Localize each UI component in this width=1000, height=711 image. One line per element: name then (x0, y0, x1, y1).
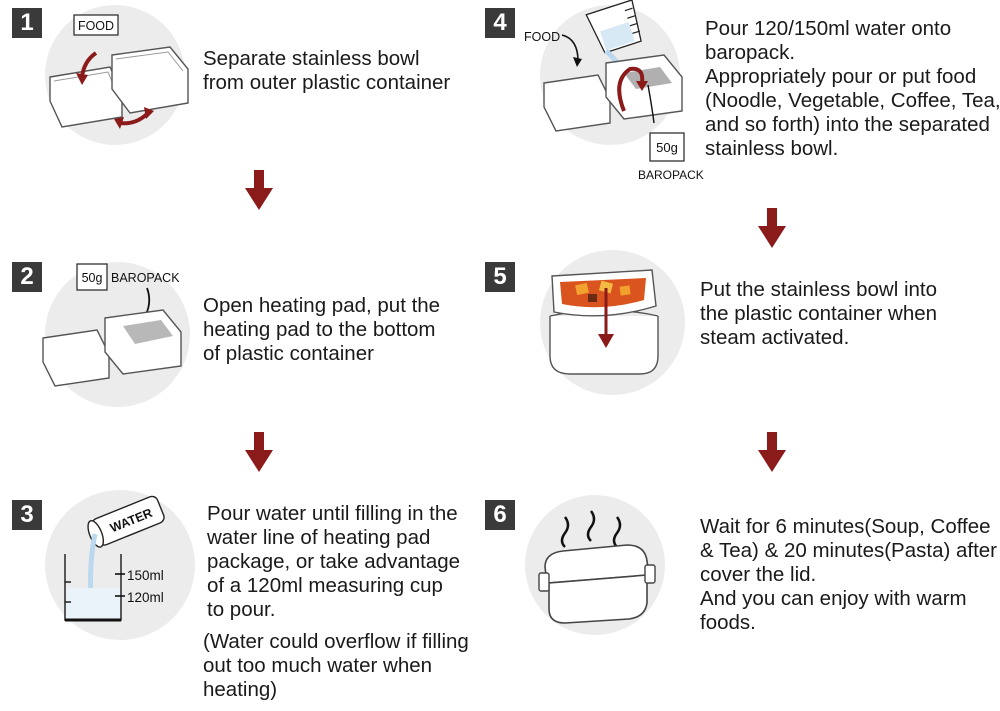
step-3-note: (Water could overflow if filling out too… (203, 630, 469, 702)
step-6-line: And you can enjoy with warm (700, 587, 967, 610)
step-3-line: package, or take advantage (207, 550, 461, 573)
step-4-weight-tag (649, 132, 685, 162)
step-4-line: stainless bowl. (705, 137, 839, 160)
line-120-label: 120ml (127, 590, 164, 605)
step-3-number: 3 (12, 500, 42, 530)
step-2-illustration: 50g BAROPACK (42, 263, 182, 387)
heating-pad (123, 320, 173, 344)
step-3-illustration: WATER 150ml 120ml (64, 495, 165, 622)
step-2-line: of plastic container (203, 342, 374, 365)
water-cup: WATER (87, 495, 165, 548)
step-4-number: 4 (485, 8, 515, 38)
down-arrow-icon (245, 170, 273, 210)
stainless-bowl (42, 329, 110, 387)
step-5-number: 5 (485, 262, 515, 292)
step-2-weight-label: 50g (82, 271, 103, 285)
step-5-illustration (549, 269, 659, 375)
step-2-pack-label: BAROPACK (111, 271, 180, 285)
step-1-line: from outer plastic container (203, 71, 451, 94)
step-4-line: (Noodle, Vegetable, Coffee, Tea, (705, 89, 1000, 112)
lock-clip-icon (538, 572, 550, 592)
step-1-text: Separate stainless bowl from outer plast… (203, 47, 450, 95)
step-5-line: steam activated. (700, 326, 850, 349)
line-150-label: 150ml (127, 568, 164, 583)
step-6-line: & Tea) & 20 minutes(Pasta) after (700, 539, 998, 562)
closed-container (548, 574, 648, 624)
step-3-note-line: (Water could overflow if filling (203, 630, 469, 653)
step-2-text: Open heating pad, put the heating pad to… (203, 294, 440, 366)
step-6-illustration (538, 510, 656, 624)
step-4-line: Appropriately pour or put food (705, 65, 977, 88)
step-3-text: Pour water until filling in the water li… (207, 502, 460, 622)
plastic-container (111, 46, 189, 114)
step-1-line: Separate stainless bowl (203, 47, 420, 70)
stainless-bowl (49, 66, 123, 128)
step-6-line: foods. (700, 611, 756, 634)
food-pointer-icon (561, 34, 579, 62)
step-1-number: 1 (12, 8, 42, 38)
step-5-text: Put the stainless bowl into the plastic … (700, 278, 937, 350)
water-fill (66, 588, 120, 619)
step-5-line: Put the stainless bowl into (700, 278, 938, 301)
step-4-illustration: FOOD 50g BAROPACK (524, 0, 704, 182)
step-3-line: water line of heating pad (207, 526, 431, 549)
step-3-line: of a 120ml measuring cup (207, 574, 443, 597)
step-3-note-line: out too much water when (203, 654, 433, 677)
step-2-line: Open heating pad, put the (203, 294, 441, 317)
insert-arrow-icon (617, 66, 645, 112)
step-6-text: Wait for 6 minutes(Soup, Coffee & Tea) &… (700, 515, 997, 635)
measuring-cup (585, 0, 642, 54)
swap-arrow-icon (119, 111, 150, 126)
step-2-line: heating pad to the bottom (203, 318, 436, 341)
step-4-line: baropack. (705, 41, 796, 64)
step-6-line: Wait for 6 minutes(Soup, Coffee (700, 515, 991, 538)
step-4-text: Pour 120/150ml water onto baropack. Appr… (705, 17, 1000, 161)
step-1-food-tag (73, 14, 119, 36)
step-4-line: Pour 120/150ml water onto (705, 17, 952, 40)
step-4-weight-label: 50g (656, 140, 678, 155)
step-3-line: Pour water until filling in the (207, 502, 458, 525)
step-3-line: to pour. (207, 598, 276, 621)
step-3-note-line: heating) (203, 678, 278, 701)
down-arrow-icon (245, 432, 273, 472)
plastic-container (549, 316, 659, 375)
stainless-bowl (543, 74, 611, 132)
step-1-food-label: FOOD (78, 19, 114, 33)
step-4-line: and so forth) into the separated (705, 113, 990, 136)
step-4-food-label: FOOD (524, 30, 560, 44)
heating-pad (624, 67, 672, 89)
step-2-weight-tag (76, 263, 108, 291)
container-lid (544, 544, 650, 584)
step-2-number: 2 (12, 262, 42, 292)
step-1-illustration: FOOD (49, 14, 189, 129)
step-5-line: the plastic container when (700, 302, 938, 325)
step-4-pack-label: BAROPACK (638, 168, 704, 182)
down-arrow-icon (758, 432, 786, 472)
step-6-line: cover the lid. (700, 563, 817, 586)
step-6-number: 6 (485, 500, 515, 530)
down-arrow-icon (758, 208, 786, 248)
steam-icon (560, 516, 570, 548)
